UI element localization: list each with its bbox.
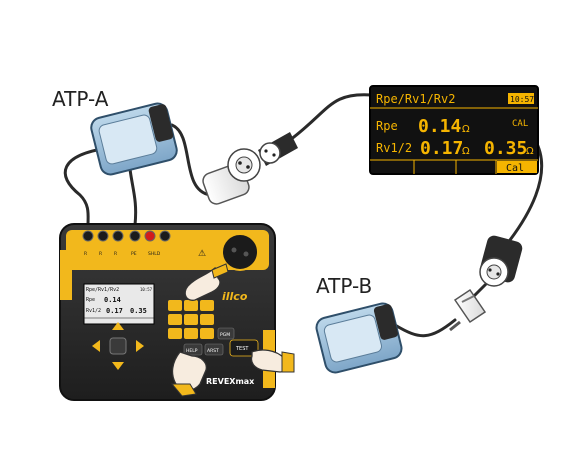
key-2[interactable]: [184, 300, 198, 311]
help-button[interactable]: [183, 343, 203, 356]
hand-top-icon: [184, 266, 221, 301]
mini-screen: Rpe/Rv1/Rv2 10:57 Rpe 0.14 Rv1/2 0.17 0.…: [83, 283, 155, 325]
revex-instrument: R R R PE SHLD ⚠ Rpe/Rv1/Rv2 10:57 Rpe 0.…: [59, 223, 276, 401]
cable-plug-b-to-atp-b: [393, 318, 457, 338]
test-button[interactable]: [229, 339, 259, 357]
big-display-rpe-label: Rpe: [376, 119, 398, 133]
key-9[interactable]: [200, 328, 214, 339]
terminal-2[interactable]: [97, 230, 109, 242]
terminal-1[interactable]: [82, 230, 94, 242]
mini-screen-rv-label: Rv1/2: [86, 308, 101, 314]
terminal-labels: R R R PE SHLD: [84, 251, 161, 257]
reset-button[interactable]: [204, 343, 224, 356]
help-button-label: HELP: [186, 348, 198, 354]
atp-b-adapter: [315, 302, 403, 374]
mini-screen-rpe-label: Rpe: [86, 297, 95, 303]
dpad-up[interactable]: [112, 322, 124, 330]
big-display-rv2-unit: Ω: [526, 146, 534, 157]
terminal-label-2: R: [99, 251, 102, 257]
big-display-rv2-value: 0.35: [484, 138, 527, 159]
key-8[interactable]: [184, 328, 198, 339]
atp-a-adapter: [90, 102, 178, 176]
reset-button-label: ARST: [207, 348, 219, 354]
model-name: REVEXmax: [206, 377, 255, 386]
big-display-title: Rpe/Rv1/Rv2: [376, 92, 455, 106]
key-5[interactable]: [184, 314, 198, 325]
big-display-time: 10:57: [510, 95, 534, 104]
terminal-label-5: SHLD: [148, 251, 161, 257]
key-prog[interactable]: [217, 327, 235, 340]
mains-socket[interactable]: [221, 233, 259, 271]
mini-screen-rpe-value: 0.14: [104, 296, 121, 304]
key-6[interactable]: [200, 314, 214, 325]
terminal-red[interactable]: [144, 230, 156, 242]
mini-screen-time: 10:57: [140, 287, 153, 292]
big-display-rpe-value: 0.14: [418, 116, 462, 137]
big-display: Rpe/Rv1/Rv2 10:57 Rpe 0.14 Ω CAL Rv1/2 0…: [369, 85, 539, 175]
hand-pointing-icons: [170, 263, 295, 397]
mini-screen-rv2-value: 0.35: [130, 307, 147, 315]
warning-triangle-icon: ⚠: [198, 249, 206, 259]
mini-screen-rv1-value: 0.17: [106, 307, 123, 315]
big-display-cal-tag: CAL: [512, 119, 528, 129]
socket-plug-a: [202, 132, 298, 205]
terminal-3[interactable]: [112, 230, 124, 242]
dpad-center[interactable]: [109, 337, 127, 355]
key-prog-label: PGM: [220, 332, 230, 338]
terminal-label-4: PE: [131, 251, 137, 257]
big-display-rpe-unit: Ω: [462, 124, 470, 135]
brand-logo: illco: [222, 290, 248, 303]
atp-b-label: ATP-B: [316, 274, 372, 298]
terminal-row: [82, 230, 171, 242]
direction-pad: [92, 322, 144, 370]
key-7[interactable]: [168, 328, 182, 339]
terminal-6[interactable]: [159, 230, 171, 242]
big-display-softkey-cal: Cal: [506, 163, 524, 174]
cable-plug-to-display: [288, 93, 374, 142]
terminal-label-1: R: [84, 251, 87, 257]
terminal-label-3: R: [114, 251, 117, 257]
atp-a-label: ATP-A: [52, 87, 109, 111]
mini-screen-title: Rpe/Rv1/Rv2: [86, 287, 119, 293]
key-3[interactable]: [200, 300, 214, 311]
keypad: PGM HELP ARST TEST: [168, 300, 259, 357]
test-button-label: TEST: [235, 346, 249, 352]
terminal-4[interactable]: [129, 230, 141, 242]
cable-display-to-plug-b: [508, 138, 544, 242]
key-1[interactable]: [168, 300, 182, 311]
socket-plug-b: [449, 235, 523, 332]
big-display-rv1-unit: Ω: [462, 146, 470, 157]
cable-atp-a-to-terminal-left: [63, 146, 110, 227]
big-display-rv1-value: 0.17: [420, 138, 463, 159]
big-display-rv-label: Rv1/2: [376, 141, 412, 155]
dpad-right[interactable]: [136, 340, 144, 352]
dpad-down[interactable]: [112, 362, 124, 370]
dpad-left[interactable]: [92, 340, 100, 352]
key-4[interactable]: [168, 314, 182, 325]
cable-atp-a-to-socket: [170, 123, 212, 197]
